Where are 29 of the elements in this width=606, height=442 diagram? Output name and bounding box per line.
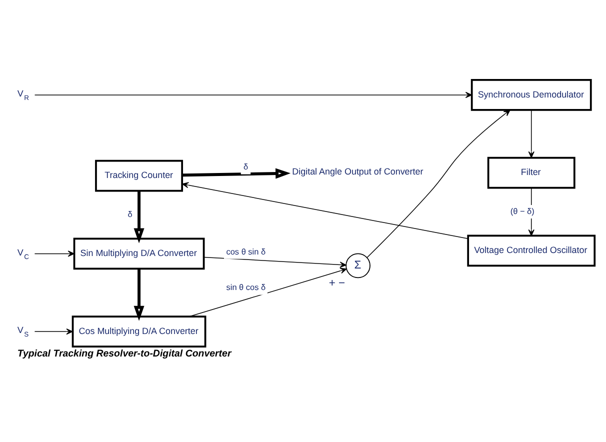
node-text: V$_{C}$ [17,246,29,260]
arrow [528,109,534,158]
arrow [134,268,144,320]
node-label: + − [328,277,346,290]
node-box: Voltage Controlled Oscillator [467,234,596,266]
edge-label: cos θ sin δ [226,246,266,256]
edge-label: δ [128,209,132,218]
caption: Typical Tracking Resolver-to-Digital Converter [17,348,232,360]
arrow [182,168,291,178]
node-box: Sin Multiplying D/A Converter [73,237,205,270]
arrow [189,267,347,316]
arrow [34,91,472,98]
node-box: Cos Multiplying D/A Converter [72,315,206,347]
node-text: Digital Angle Output of Converter [292,166,424,176]
node-box: Synchronous Demodulator [470,78,592,110]
arrow [134,190,144,243]
arrow [182,182,468,239]
edge-label: δ [243,162,248,172]
node-box: Filter [487,156,576,188]
arrow [34,250,74,256]
arrow [34,328,73,334]
arrow [204,256,346,268]
edge-label: sin θ cos δ [226,282,266,292]
edge-label: (θ − δ) [510,206,534,216]
node-text: V$_{R}$ [17,88,29,102]
node-box: Tracking Counter [95,159,184,192]
node-circle: Σ [346,252,370,278]
arrow [366,109,510,258]
node-text: V$_{S}$ [17,324,29,338]
